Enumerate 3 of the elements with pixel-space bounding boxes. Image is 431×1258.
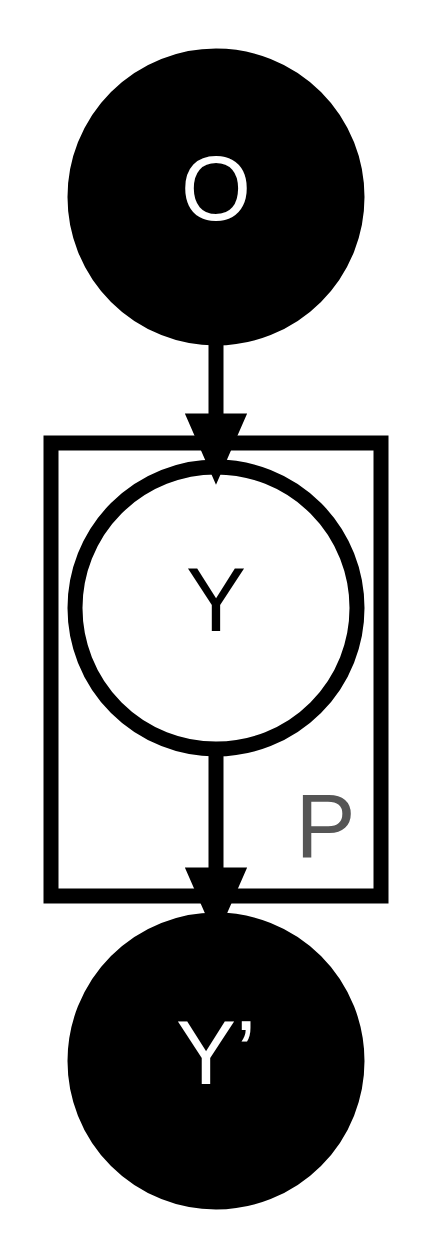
node-circle: O: [67, 48, 364, 346]
node-circle: Y: [67, 459, 364, 757]
node-circle: Y’: [67, 912, 364, 1210]
